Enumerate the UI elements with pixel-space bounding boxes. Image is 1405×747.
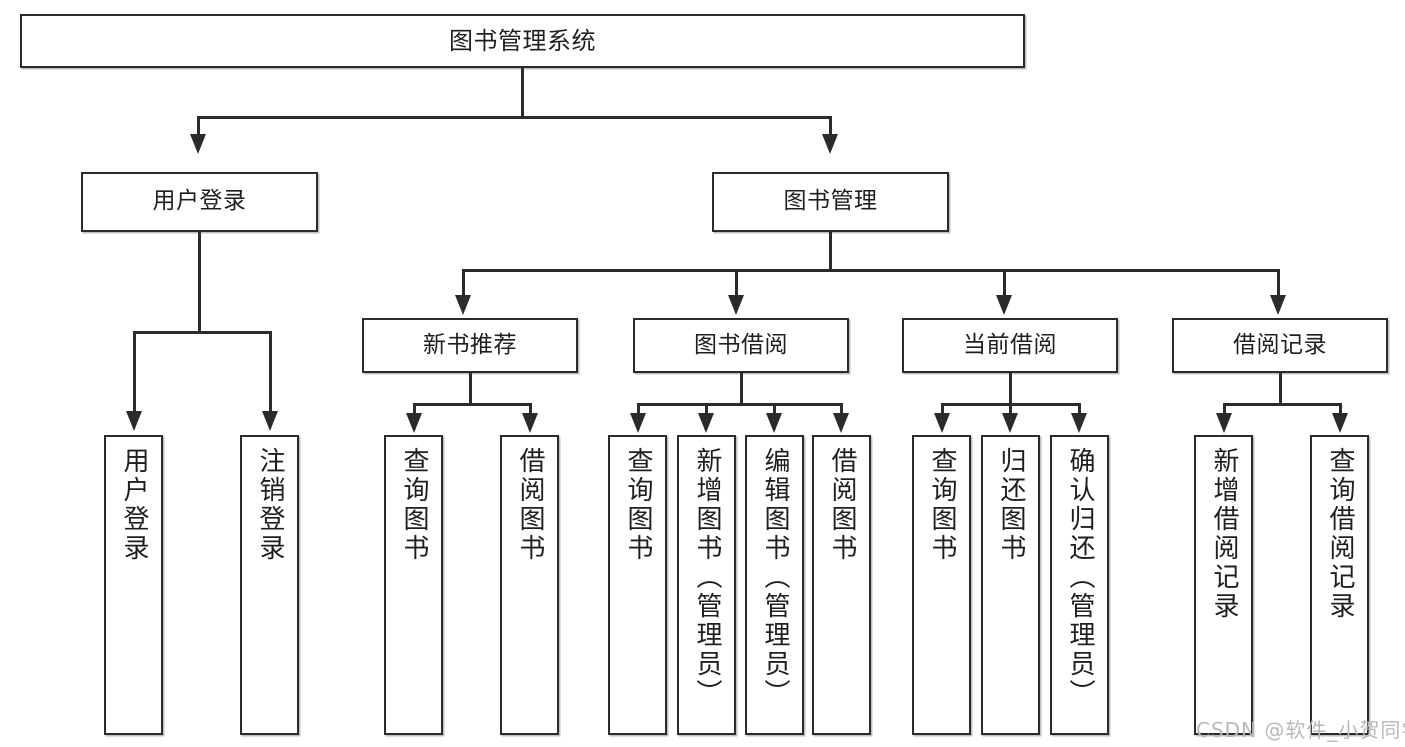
leaf-new-book-recommend-0[interactable]: 查询图书 [384, 435, 443, 735]
leaf-new-book-recommend-1[interactable]: 借阅图书 [500, 435, 559, 735]
csdn-watermark: CSDN @软件_小贺同学 [1196, 718, 1405, 742]
node-root-book-management-system[interactable]: 图书管理系统 [20, 14, 1025, 68]
node-label: 图书借阅 [694, 331, 788, 358]
arrowhead-level2-1 [822, 134, 838, 154]
connector-book-borrow-stem [740, 373, 743, 405]
connector-root-stem [521, 68, 524, 118]
leaf-book-borrow-3[interactable]: 借阅图书 [812, 435, 871, 735]
node-label: 新书推荐 [423, 331, 517, 358]
node-label: 查询借阅记录 [1325, 447, 1356, 621]
arrowhead-level3-0 [455, 295, 471, 315]
leaf-book-borrow-1[interactable]: 新增图书（管理员） [677, 435, 736, 735]
node-new-book-recommend[interactable]: 新书推荐 [362, 318, 578, 373]
connector-borrow-record-drop-1 [1339, 403, 1342, 415]
connector-borrow-record-bus [1223, 403, 1341, 406]
node-label: 查询图书 [623, 447, 654, 563]
connector-borrow-record-stem [1279, 373, 1282, 405]
leaf-current-borrow-2[interactable]: 确认归还（管理员） [1050, 435, 1109, 735]
connector-level2-drop-1 [829, 116, 832, 138]
arrowhead-level2-0 [190, 134, 206, 154]
connector-book-borrow-bus [637, 403, 842, 406]
arrowhead-borrow-record-1 [1332, 413, 1348, 433]
arrowhead-level3-2 [996, 295, 1012, 315]
node-label: 新增图书（管理员） [692, 447, 723, 708]
leaf-borrow-record-0[interactable]: 新增借阅记录 [1194, 435, 1253, 735]
connector-new-book-bus [413, 403, 531, 406]
node-label: 当前借阅 [963, 331, 1057, 358]
leaf-user-login-0[interactable]: 用户登录 [104, 435, 163, 735]
connector-user-login-drop-0 [133, 331, 136, 413]
connector-level2-drop-0 [197, 116, 200, 138]
node-label: 新增借阅记录 [1209, 447, 1240, 621]
leaf-borrow-record-1[interactable]: 查询借阅记录 [1310, 435, 1369, 735]
connector-book-borrow-drop-0 [637, 403, 640, 415]
node-label: 用户登录 [119, 447, 150, 563]
connector-borrow-record-drop-0 [1223, 403, 1226, 415]
arrowhead-current-borrow-0 [934, 413, 950, 433]
node-label: 借阅记录 [1233, 331, 1327, 358]
connector-user-login-stem [198, 232, 201, 333]
connector-book-management-stem [829, 232, 832, 272]
node-label: 借阅图书 [827, 447, 858, 563]
node-label: 确认归还（管理员） [1065, 447, 1096, 708]
arrowhead-book-borrow-1 [698, 413, 714, 433]
arrowhead-user-login-1 [262, 411, 278, 431]
connector-level2-bus [197, 116, 831, 119]
connector-current-borrow-drop-0 [941, 403, 944, 415]
connector-current-borrow-drop-1 [1009, 403, 1012, 415]
connector-new-book-drop-1 [529, 403, 532, 415]
leaf-book-borrow-0[interactable]: 查询图书 [608, 435, 667, 735]
node-label: 查询图书 [399, 447, 430, 563]
node-label: 图书管理 [783, 188, 878, 215]
arrowhead-borrow-record-0 [1216, 413, 1232, 433]
node-book-borrow[interactable]: 图书借阅 [633, 318, 849, 373]
connector-current-borrow-drop-2 [1078, 403, 1081, 415]
connector-new-book-drop-0 [413, 403, 416, 415]
connector-book-borrow-drop-1 [705, 403, 708, 415]
node-label: 注销登录 [255, 447, 286, 563]
node-current-borrow[interactable]: 当前借阅 [902, 318, 1118, 373]
connector-level3-drop-1 [735, 269, 738, 297]
arrowhead-user-login-0 [126, 411, 142, 431]
node-label: 编辑图书（管理员） [760, 447, 791, 708]
leaf-current-borrow-0[interactable]: 查询图书 [912, 435, 971, 735]
node-label: 图书管理系统 [449, 26, 596, 55]
connector-current-borrow-stem [1009, 373, 1012, 405]
connector-book-borrow-drop-2 [773, 403, 776, 415]
connector-book-borrow-drop-3 [840, 403, 843, 415]
leaf-book-borrow-2[interactable]: 编辑图书（管理员） [745, 435, 804, 735]
arrowhead-book-borrow-3 [833, 413, 849, 433]
arrowhead-current-borrow-2 [1071, 413, 1087, 433]
arrowhead-new-book-1 [522, 413, 538, 433]
connector-level3-drop-0 [462, 269, 465, 297]
arrowhead-level3-3 [1270, 295, 1286, 315]
node-label: 用户登录 [152, 188, 247, 215]
leaf-user-login-1[interactable]: 注销登录 [240, 435, 299, 735]
arrowhead-new-book-0 [406, 413, 422, 433]
connector-level3-drop-2 [1003, 269, 1006, 297]
connector-level3-drop-3 [1277, 269, 1280, 297]
arrowhead-book-borrow-0 [630, 413, 646, 433]
arrowhead-current-borrow-1 [1002, 413, 1018, 433]
connector-user-login-drop-1 [269, 331, 272, 413]
node-label: 查询图书 [927, 447, 958, 563]
node-user-login[interactable]: 用户登录 [81, 172, 318, 232]
node-book-management[interactable]: 图书管理 [712, 172, 949, 232]
arrowhead-book-borrow-2 [766, 413, 782, 433]
connector-user-login-bus [133, 331, 271, 334]
connector-new-book-stem [469, 373, 472, 405]
connector-level3-bus [462, 269, 1280, 272]
node-label: 归还图书 [996, 447, 1027, 563]
node-label: 借阅图书 [515, 447, 546, 563]
node-borrow-record[interactable]: 借阅记录 [1172, 318, 1388, 373]
arrowhead-level3-1 [728, 295, 744, 315]
leaf-current-borrow-1[interactable]: 归还图书 [981, 435, 1040, 735]
